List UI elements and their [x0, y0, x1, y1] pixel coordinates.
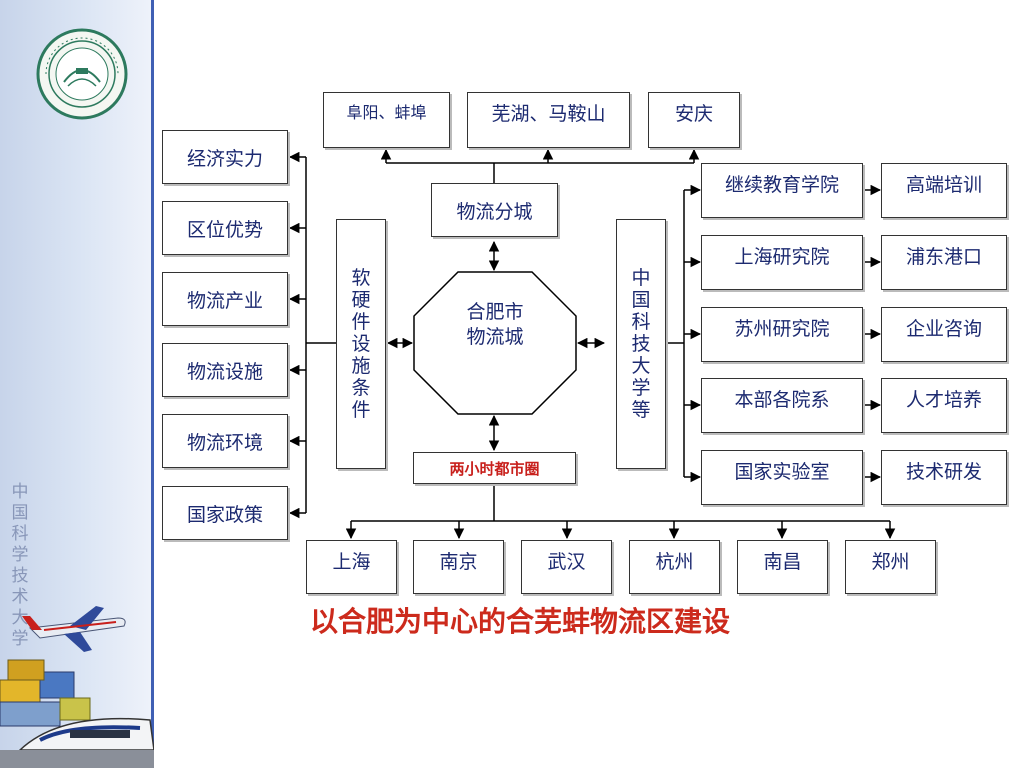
vertical-char: 中 — [631, 267, 651, 289]
bottom-city-box: 郑州 — [845, 540, 936, 594]
bottom-city-box: 南昌 — [737, 540, 828, 594]
infrastructure-conditions-box: 软 硬 件 设 施 条 件 — [336, 219, 386, 469]
top-city-box: 芜湖、马鞍山 — [467, 92, 630, 148]
vertical-char: 国 — [11, 503, 29, 523]
vertical-char: 设 — [351, 333, 371, 355]
vertical-char: 科 — [631, 311, 651, 333]
bottom-city-box: 杭州 — [629, 540, 720, 594]
transport-illustration — [0, 606, 154, 768]
vertical-char: 硬 — [351, 289, 371, 311]
vertical-char: 技 — [631, 333, 651, 355]
vertical-university-name: 中 国 科 学 技 术 大 学 — [10, 482, 30, 650]
vertical-char: 学 — [11, 629, 29, 649]
vertical-char: 软 — [351, 267, 371, 289]
outcome-box: 技术研发 — [881, 450, 1007, 505]
metro-circle-box: 两小时都市圈 — [413, 452, 576, 484]
vertical-char: 条 — [351, 377, 371, 399]
airplane-icon — [22, 606, 126, 652]
left-factor-box: 物流产业 — [162, 272, 288, 326]
vertical-char: 大 — [11, 608, 29, 628]
vertical-char: 件 — [351, 399, 371, 421]
center-line-2: 物流城 — [466, 326, 524, 348]
left-factor-box: 物流设施 — [162, 343, 288, 397]
left-factor-box: 经济实力 — [162, 130, 288, 184]
institution-box: 苏州研究院 — [701, 307, 863, 362]
university-seal-icon — [36, 28, 128, 120]
branch-city-box: 物流分城 — [431, 183, 558, 237]
cargo-containers-icon — [0, 659, 91, 727]
outcome-box: 企业咨询 — [881, 307, 1007, 362]
center-line-1: 合肥市 — [466, 301, 524, 323]
vertical-char: 技 — [11, 566, 29, 586]
slide-caption: 以合肥为中心的合芜蚌物流区建设 — [309, 605, 730, 638]
left-factor-box: 区位优势 — [162, 201, 288, 255]
ustc-box: 中 国 科 技 大 学 等 — [616, 219, 666, 469]
institution-box: 本部各院系 — [701, 378, 863, 433]
outcome-box: 人才培养 — [881, 378, 1007, 433]
vertical-char: 学 — [631, 377, 651, 399]
vertical-char: 等 — [631, 399, 651, 421]
institution-box: 国家实验室 — [701, 450, 863, 505]
sidebar: 中 国 科 学 技 术 大 学 — [0, 0, 154, 768]
bottom-city-box: 南京 — [413, 540, 504, 594]
institution-box: 继续教育学院 — [701, 163, 863, 218]
top-city-box: 阜阳、蚌埠 — [323, 92, 450, 148]
left-factor-box: 国家政策 — [162, 486, 288, 540]
vertical-char: 科 — [11, 524, 29, 544]
institution-box: 上海研究院 — [701, 235, 863, 290]
center-node-label: 合肥市 物流城 — [414, 300, 576, 350]
vertical-char: 术 — [11, 587, 29, 607]
bottom-city-box: 武汉 — [521, 540, 612, 594]
vertical-char: 大 — [631, 355, 651, 377]
outcome-box: 浦东港口 — [881, 235, 1007, 290]
vertical-char: 件 — [351, 311, 371, 333]
vertical-char: 学 — [11, 545, 29, 565]
vertical-char: 施 — [351, 355, 371, 377]
left-factor-box: 物流环境 — [162, 414, 288, 468]
high-speed-train-icon — [0, 717, 154, 768]
outcome-box: 高端培训 — [881, 163, 1007, 218]
vertical-char: 国 — [631, 289, 651, 311]
top-city-box: 安庆 — [648, 92, 740, 148]
bottom-city-box: 上海 — [306, 540, 397, 594]
vertical-char: 中 — [11, 482, 29, 502]
